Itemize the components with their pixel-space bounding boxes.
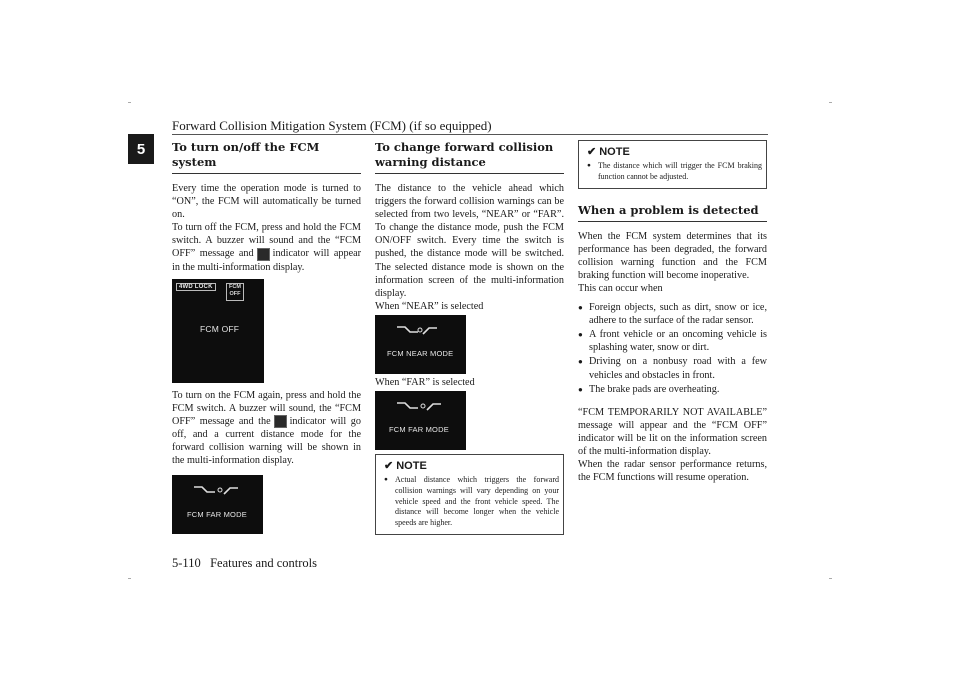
page-number: 5-110 (172, 556, 201, 570)
bullet-icon: ● (384, 476, 388, 484)
note-label: NOTE (396, 459, 427, 472)
paragraph: “FCM TEMPORARILY NOT AVAILABLE” message … (578, 406, 767, 457)
note-item-text: Actual distance which triggers the forwa… (395, 475, 559, 528)
display-fcm-far-mode: FCM FAR MODE (172, 475, 263, 535)
note-header: ✔ NOTE (384, 459, 559, 473)
note-item: ● The distance which will trigger the FC… (587, 161, 762, 183)
bullet-icon: ● (578, 357, 583, 367)
crop-mark (128, 102, 131, 103)
list-item: ● Driving on a nonbusy road with a few ve… (578, 355, 767, 381)
note-box: ✔ NOTE ● The distance which will trigger… (578, 140, 767, 189)
chapter-tab: 5 (128, 134, 154, 164)
crop-mark (128, 578, 131, 579)
footer-section: Features and controls (210, 556, 317, 570)
crop-mark (829, 578, 832, 579)
near-label: When “NEAR” is selected (375, 300, 484, 312)
distance-mode-icon (397, 326, 437, 335)
paragraph: Every time the operation mode is turned … (172, 183, 361, 221)
distance-mode-icon (397, 402, 441, 411)
display-far-mode: FCM FAR MODE (375, 391, 466, 451)
section-title-change-distance: To change forward collision warning dist… (375, 140, 564, 174)
section-title-turn-on-off: To turn on/off the FCM system (172, 140, 361, 174)
section-title-problem-detected: When a problem is detected (578, 203, 767, 222)
paragraph-text: To turn off the FCM, press and hold the … (172, 222, 361, 260)
paragraph-text: indicator will go off, and a current dis… (172, 415, 361, 467)
paragraph-text: indicator will appear in the multi-infor… (172, 248, 362, 273)
checkmark-icon: ✔ (384, 460, 394, 473)
paragraph: When the FCM system determines that its … (578, 230, 767, 281)
display-near-mode: FCM NEAR MODE (375, 314, 466, 374)
list-item-text: The brake pads are overheating. (589, 383, 720, 395)
fcm-off-badge-line: OFF (229, 290, 241, 297)
bullet-icon: ● (587, 162, 591, 169)
note-item: ● Actual distance which triggers the for… (384, 475, 559, 529)
display-fcm-off: 4WD LOCK FCM OFF FCM OFF (172, 278, 264, 383)
list-item: ● The brake pads are overheating. (578, 383, 767, 396)
fcm-off-badge-line: FCM (229, 283, 241, 290)
far-mode-screen-text: FCM FAR MODE (187, 510, 247, 520)
bullet-icon: ● (578, 384, 583, 394)
distance-mode-icon (194, 486, 238, 495)
list-item-text: A front vehicle or an oncoming vehicle i… (589, 329, 767, 354)
checkmark-icon: ✔ (587, 146, 597, 158)
paragraph: To turn on the FCM again, press and hold… (172, 389, 361, 468)
paragraph: To turn off the FCM, press and hold the … (172, 221, 361, 273)
column-2: To change forward collision warning dist… (375, 140, 564, 536)
page-header-title: Forward Collision Mitigation System (FCM… (172, 118, 492, 133)
header-rule (172, 134, 768, 135)
fcm-off-screen-text: FCM OFF (200, 323, 240, 334)
crop-mark (829, 102, 832, 103)
paragraph-text: To turn on the FCM again, press and hold… (172, 389, 361, 427)
bullet-icon: ● (578, 303, 583, 313)
list-item-text: Driving on a nonbusy road with a few veh… (589, 356, 767, 381)
list-item: ● Foreign objects, such as dirt, snow or … (578, 301, 767, 327)
page-footer: 5-110 Features and controls (172, 556, 317, 571)
condition-list: ● Foreign objects, such as dirt, snow or … (578, 301, 767, 396)
near-mode-screen-text: FCM NEAR MODE (387, 348, 454, 358)
column-3: ✔ NOTE ● The distance which will trigger… (578, 140, 767, 484)
paragraph: The distance to the vehicle ahead which … (375, 183, 564, 299)
far-mode-screen-text: FCM FAR MODE (389, 425, 449, 435)
column-1: To turn on/off the FCM system Every time… (172, 140, 361, 540)
far-label: When “FAR” is selected (375, 376, 475, 388)
note-label: NOTE (599, 145, 630, 158)
fcm-off-indicator-icon (273, 415, 287, 429)
paragraph: When the radar sensor performance return… (578, 459, 767, 484)
fcm-off-indicator-icon (256, 247, 270, 261)
list-item: ● A front vehicle or an oncoming vehicle … (578, 328, 767, 354)
paragraph: This can occur when (578, 282, 663, 294)
4wd-lock-badge: 4WD LOCK (176, 282, 216, 291)
note-box: ✔ NOTE ● Actual distance which triggers … (375, 454, 564, 536)
bullet-icon: ● (578, 330, 583, 340)
note-header: ✔ NOTE (587, 145, 762, 159)
fcm-off-badge: FCM OFF (226, 282, 244, 301)
list-item-text: Foreign objects, such as dirt, snow or i… (589, 302, 767, 327)
note-item-text: The distance which will trigger the FCM … (598, 161, 762, 181)
